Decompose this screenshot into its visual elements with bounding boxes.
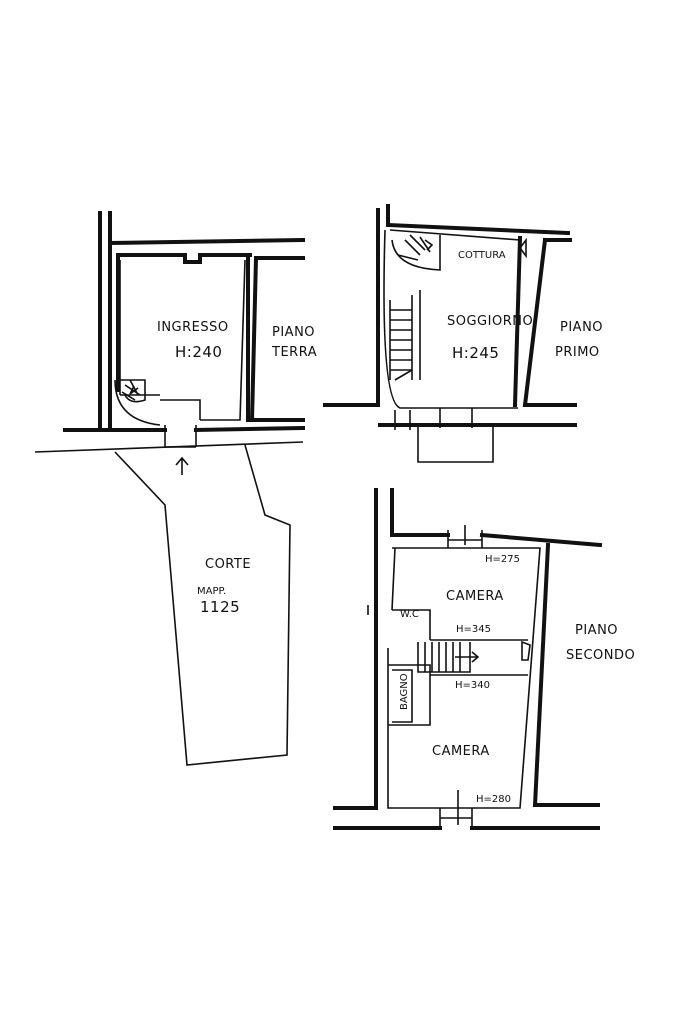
ground-floor-walls <box>63 211 306 433</box>
camera-top-label: CAMERA <box>446 589 504 604</box>
second-floor-window-bottom <box>439 790 473 828</box>
bagno-outline <box>392 669 413 723</box>
courtyard-outline <box>114 444 291 766</box>
corte-mapp-label: MAPP. <box>197 586 226 597</box>
first-floor-walls <box>323 204 577 427</box>
second-floor-rooms-outline <box>387 547 541 809</box>
soggiorno-room-outline <box>383 229 521 409</box>
piano-secondo-label-1: PIANO <box>575 623 618 638</box>
piano-secondo-label-2: SECONDO <box>566 648 635 663</box>
height-top-label: H=275 <box>485 554 520 565</box>
ingresso-room-outline <box>119 259 246 421</box>
second-floor-plan: H=275 CAMERA W.C H=345 H=340 BAGNO CAMER… <box>333 488 635 830</box>
first-floor-straight-stair <box>389 290 421 381</box>
wc-label: W.C <box>400 609 419 620</box>
second-floor-window-top <box>447 525 483 548</box>
ground-doorway <box>160 399 201 448</box>
height-stair-top-label: H=345 <box>456 624 491 635</box>
stair-right-mark <box>521 640 531 661</box>
piano-primo-label-1: PIANO <box>560 320 603 335</box>
soggiorno-label: SOGGIORNO <box>447 314 533 329</box>
ingresso-spiral-stair <box>114 379 161 426</box>
height-bottom-label: H=280 <box>476 794 511 805</box>
first-floor-spiral-stair <box>391 234 441 271</box>
ground-floor-plan: INGRESSO H:240 PIANO TERRA CORTE MAPP. 1… <box>34 211 317 766</box>
second-floor-walls <box>333 488 603 830</box>
entry-arrow-icon <box>175 456 189 475</box>
corte-parcel-label: 1125 <box>200 598 240 616</box>
cottura-marker-icon <box>519 237 527 259</box>
piano-terra-label-2: TERRA <box>271 345 317 360</box>
cottura-label: COTTURA <box>458 250 506 261</box>
bagno-label: BAGNO <box>399 673 410 710</box>
terra-neighbor-wall <box>249 255 305 423</box>
street-line <box>34 441 304 453</box>
first-floor-plan: COTTURA SOGGIORNO H:245 PIANO PRIMO <box>323 204 603 463</box>
first-floor-balcony <box>417 408 494 463</box>
first-floor-door <box>394 410 411 430</box>
ingresso-height: H:240 <box>175 343 222 361</box>
soggiorno-height: H:245 <box>452 344 499 362</box>
second-floor-stair <box>417 642 480 673</box>
corte-label: CORTE <box>205 557 251 572</box>
piano-terra-label-1: PIANO <box>272 325 315 340</box>
piano-primo-label-2: PRIMO <box>555 345 600 360</box>
height-stair-bottom-label: H=340 <box>455 680 490 691</box>
ingresso-label: INGRESSO <box>157 320 229 335</box>
camera-bottom-label: CAMERA <box>432 744 490 759</box>
